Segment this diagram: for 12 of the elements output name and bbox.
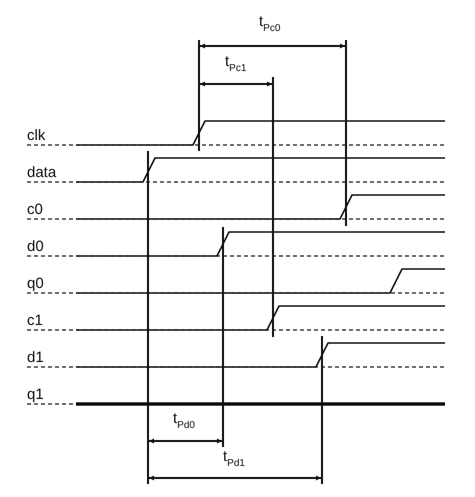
timing-label: t$_{Pd1}$ — [223, 449, 245, 469]
timing-label: t$_{Pc0}$ — [259, 14, 280, 34]
signal-name: d1 — [27, 350, 44, 365]
signal-name: q1 — [27, 387, 44, 402]
signal-name: d0 — [27, 239, 44, 254]
signal-name: c0 — [27, 202, 43, 217]
timing-label: t$_{Pc1}$ — [225, 54, 246, 74]
signal-name: c1 — [27, 313, 43, 328]
signal-name: clk — [27, 128, 46, 143]
signal-name: data — [27, 165, 56, 180]
timing-label: t$_{Pd0}$ — [173, 411, 195, 431]
signal-name: q0 — [27, 276, 44, 291]
